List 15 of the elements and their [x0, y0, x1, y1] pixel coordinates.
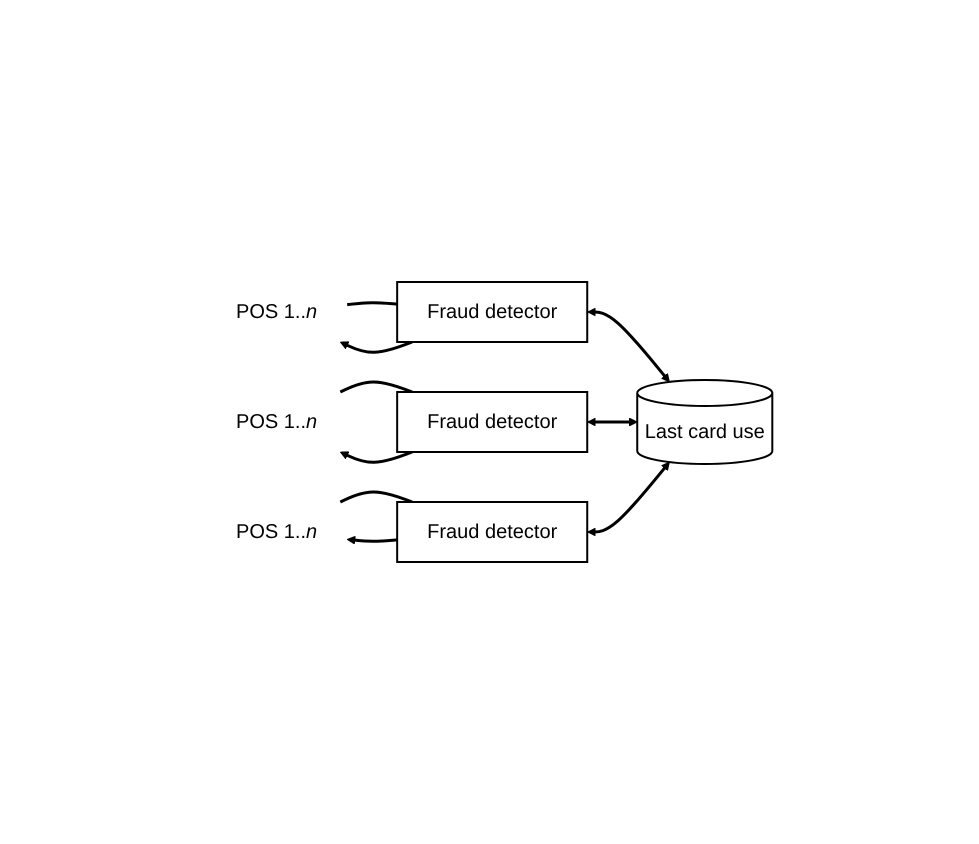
connector: [340, 380, 414, 394]
node-box: Fraud detector: [396, 281, 589, 343]
arrow: [588, 462, 670, 536]
node-box: Fraud detector: [396, 501, 589, 563]
connector: [347, 301, 398, 306]
arrow: [588, 308, 670, 382]
arrow: [588, 418, 638, 426]
node-box: Fraud detector: [396, 391, 589, 453]
node-text: POS 1..n: [236, 301, 318, 323]
node-text: POS 1..n: [236, 411, 318, 433]
node-text: POS 1..n: [236, 521, 318, 543]
arrow: [347, 536, 398, 545]
arrow: [340, 450, 414, 464]
connector: [340, 490, 414, 504]
arrow: [340, 340, 414, 354]
